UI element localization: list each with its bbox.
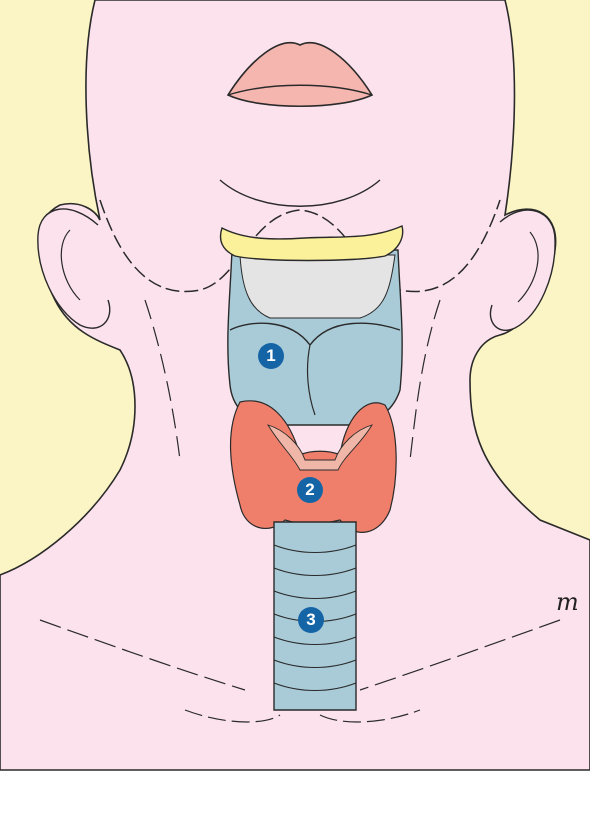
thyrohyoid-membrane — [240, 255, 395, 318]
artist-signature: m — [556, 588, 579, 616]
label-marker-2: 2 — [297, 477, 323, 503]
label-marker-3: 3 — [298, 607, 324, 633]
label-marker-1: 1 — [258, 343, 284, 369]
